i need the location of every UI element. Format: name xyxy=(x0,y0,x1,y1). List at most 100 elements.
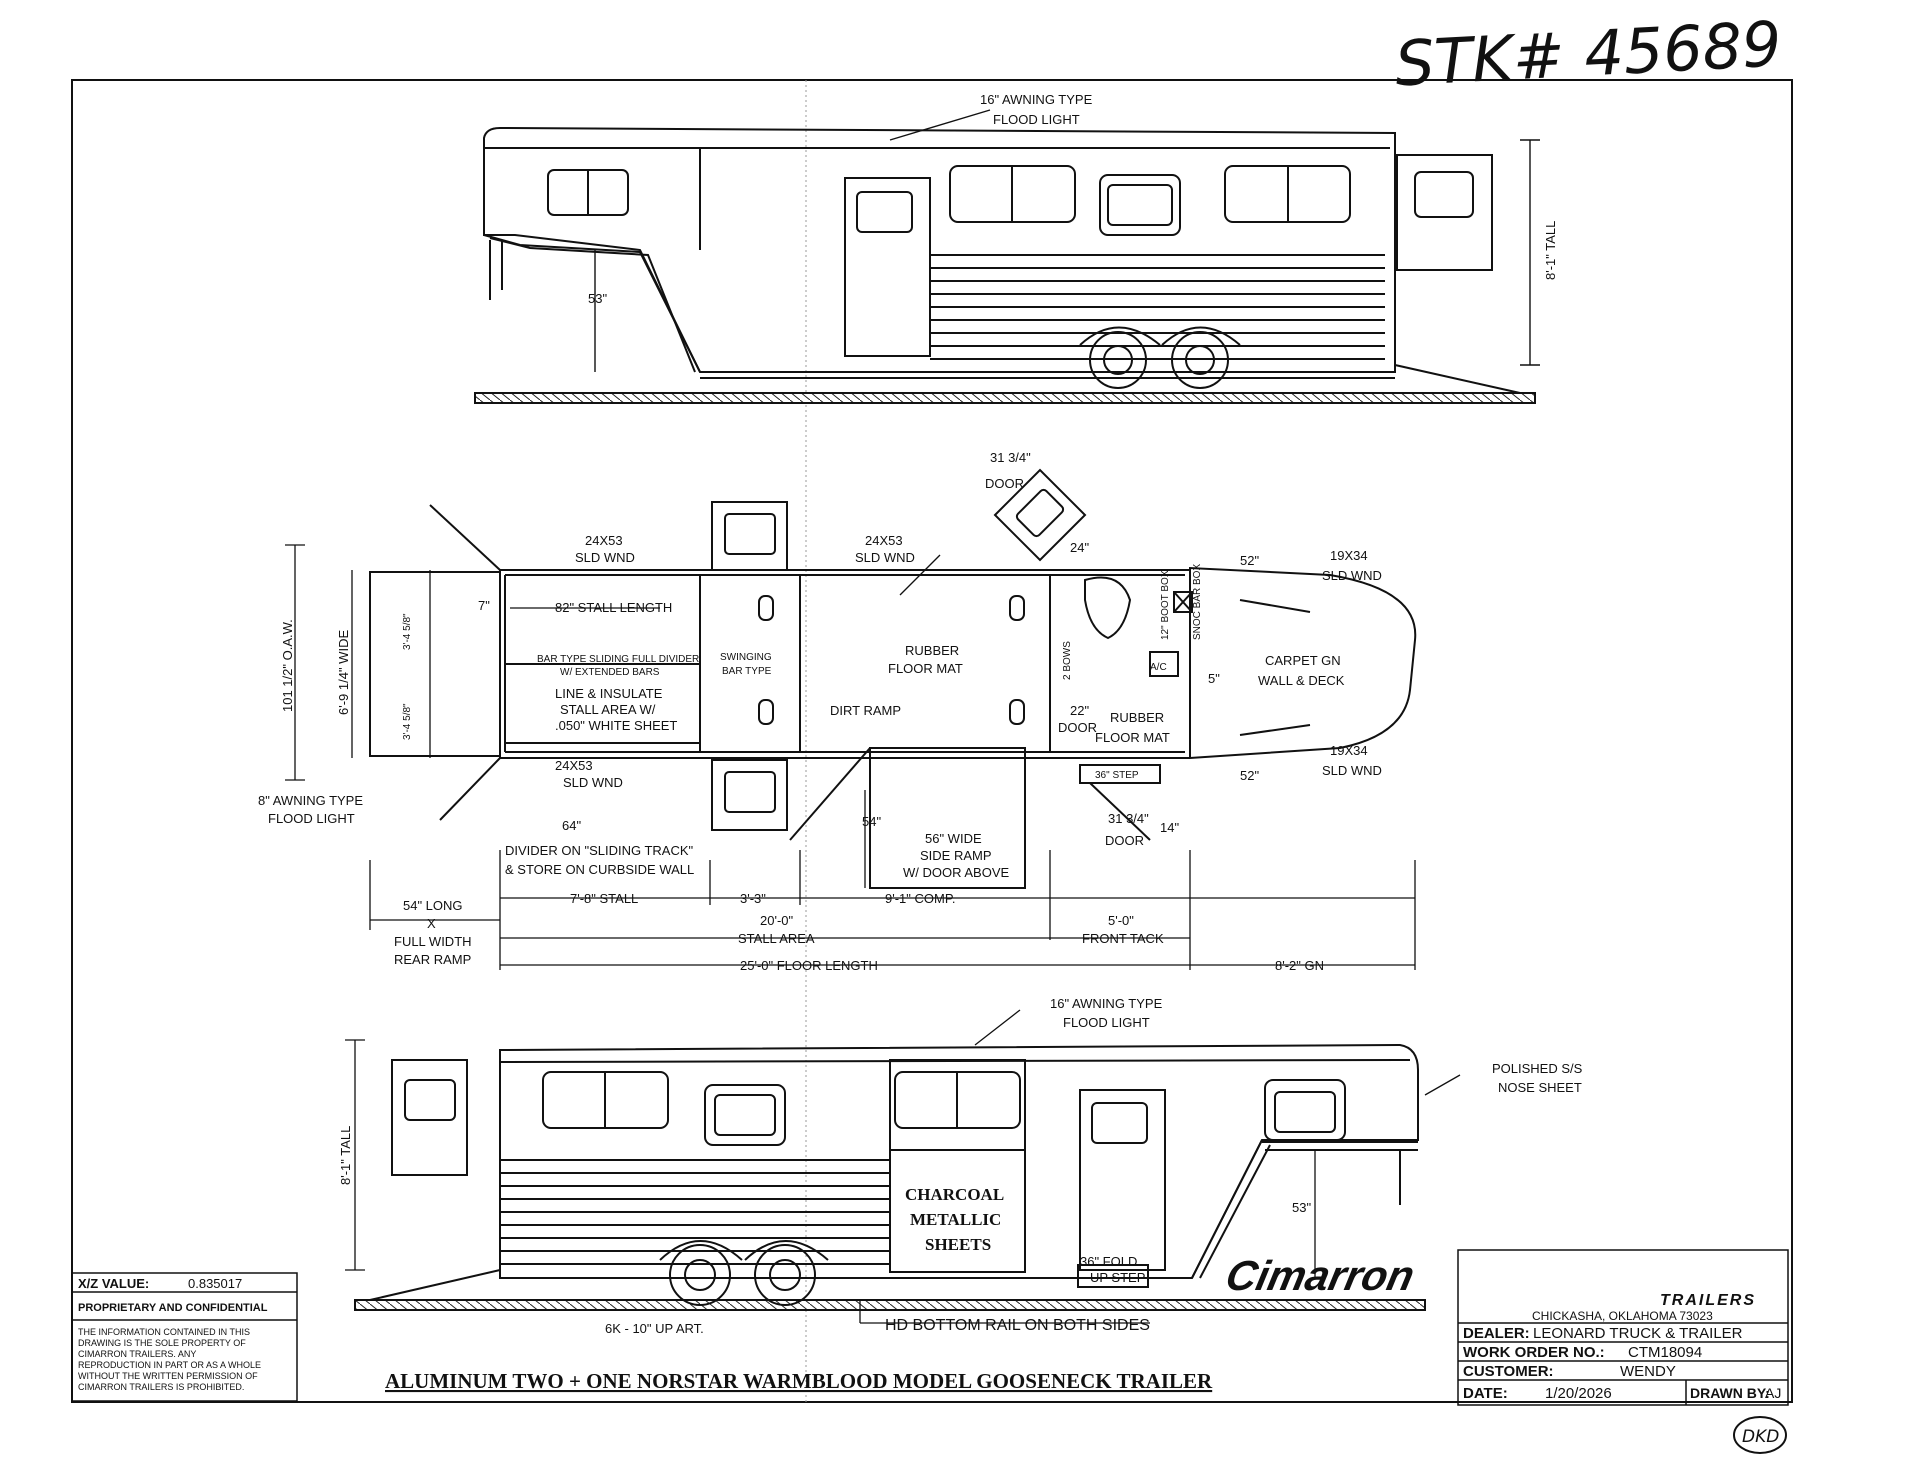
drawing-border xyxy=(71,79,1793,1403)
bottom-elevation xyxy=(354,1043,1426,1311)
window-24x53-c: 24X53 xyxy=(555,758,593,773)
sld-wnd-top: SLD WND xyxy=(1322,568,1382,583)
legal-box xyxy=(71,1272,298,1402)
dim-5: 5" xyxy=(1208,671,1220,686)
boot-box: 12" BOOT BOX xyxy=(1160,570,1171,640)
swinging: SWINGING xyxy=(720,652,772,663)
fold-step-2: UP STEP xyxy=(1090,1270,1145,1285)
bows: 2 BOWS xyxy=(1062,641,1073,680)
sld-wnd-c: SLD WND xyxy=(563,775,623,790)
dim-14: 14" xyxy=(1160,820,1179,835)
rubber-mat2: FLOOR MAT xyxy=(888,661,963,676)
side-ramp3: W/ DOOR ABOVE xyxy=(903,865,1010,880)
dim-7: 7" xyxy=(478,598,490,613)
stall-78: 7'-8" STALL xyxy=(570,891,638,906)
divider-track1: DIVIDER ON "SLIDING TRACK" xyxy=(505,843,694,858)
sld-wnd-bottom: SLD WND xyxy=(1322,763,1382,778)
stock-number: STK# 45689 xyxy=(1393,7,1783,100)
rubber2b: FLOOR MAT xyxy=(1095,730,1170,745)
date-value: 1/20/2026 xyxy=(1545,1385,1612,1402)
divider2: W/ EXTENDED BARS xyxy=(560,667,660,678)
stall-length: 82" STALL LENGTH xyxy=(555,600,672,615)
legal-line-4: REPRODUCTION IN PART OR AS A WHOLE xyxy=(78,1360,261,1370)
customer-value: WENDY xyxy=(1620,1363,1676,1380)
snoc: SNOC BAR BOX xyxy=(1192,564,1203,640)
insulate2: STALL AREA W/ xyxy=(560,702,656,717)
dim-22: 22" xyxy=(1070,703,1089,718)
dim-54: 54" xyxy=(862,814,881,829)
stall-area: STALL AREA xyxy=(738,931,815,946)
sld-wnd-b: SLD WND xyxy=(855,550,915,565)
divider-track2: & STORE ON CURBSIDE WALL xyxy=(505,862,694,877)
nose-sheet-2: NOSE SHEET xyxy=(1498,1080,1582,1095)
door-bottom: DOOR xyxy=(1105,833,1144,848)
window-19x34-bottom: 19X34 xyxy=(1330,743,1368,758)
dim-52-bottom: 52" xyxy=(1240,768,1259,783)
carpet2: WALL & DECK xyxy=(1258,673,1345,688)
work-order-value: CTM18094 xyxy=(1628,1344,1702,1361)
awning-8a: 8" AWNING TYPE xyxy=(258,793,363,808)
legal-line-3: CIMARRON TRAILERS. ANY xyxy=(78,1349,196,1359)
dealer-label: DEALER: xyxy=(1463,1325,1530,1342)
brand-logo: Cimarron xyxy=(1222,1252,1419,1298)
dim-33: 3'-3" xyxy=(740,891,766,906)
axle-label: 6K - 10" UP ART. xyxy=(605,1321,704,1336)
awning-light-top-2: FLOOD LIGHT xyxy=(993,112,1080,127)
awning-8b: FLOOD LIGHT xyxy=(268,811,355,826)
half-a: 3'-4 5/8" xyxy=(402,613,413,650)
xz-label: X/Z VALUE: xyxy=(78,1276,149,1291)
window-24x53-b: 24X53 xyxy=(865,533,903,548)
bottom-dimension-lines xyxy=(345,1009,1461,1324)
rear-ramp1: 54" LONG xyxy=(403,898,463,913)
xz-value: 0.835017 xyxy=(188,1276,242,1291)
ground-line-bottom xyxy=(354,1299,1426,1311)
brand-sub: TRAILERS xyxy=(1660,1292,1756,1309)
awning-light-bottom-1: 16" AWNING TYPE xyxy=(1050,996,1163,1011)
drawing-title: ALUMINUM TWO + ONE NORSTAR WARMBLOOD MOD… xyxy=(385,1369,1213,1393)
dim-52-top: 52" xyxy=(1240,553,1259,568)
dirt-ramp: DIRT RAMP xyxy=(830,703,901,718)
door-31-bottom: 31 3/4" xyxy=(1108,811,1149,826)
sld-wnd-a: SLD WND xyxy=(575,550,635,565)
swinging2: BAR TYPE xyxy=(722,666,772,677)
height-top: 8'-1" TALL xyxy=(1543,221,1558,280)
gooseneck-height-bottom: 53" xyxy=(1292,1200,1311,1215)
insulate3: .050" WHITE SHEET xyxy=(555,718,677,733)
side-ramp2: SIDE RAMP xyxy=(920,848,992,863)
rear-ramp4: REAR RAMP xyxy=(394,952,471,967)
dim-64: 64" xyxy=(562,818,581,833)
floor-length: 25'-0" FLOOR LENGTH xyxy=(740,958,878,973)
initials-stamp: DKD xyxy=(1742,1427,1779,1447)
door-22: DOOR xyxy=(1058,720,1097,735)
drawn-by-value: AJ xyxy=(1765,1385,1781,1401)
rear-ramp3: FULL WIDTH xyxy=(394,934,472,949)
drawn-by-label: DRAWN BY: xyxy=(1690,1385,1770,1401)
window-24x53-a: 24X53 xyxy=(585,533,623,548)
gn: 8'-2" GN xyxy=(1275,958,1324,973)
initials-circle xyxy=(1733,1416,1787,1454)
legal-heading: PROPRIETARY AND CONFIDENTIAL xyxy=(78,1302,268,1314)
height-bottom: 8'-1" TALL xyxy=(338,1126,353,1185)
location: CHICKASHA, OKLAHOMA 73023 xyxy=(1532,1309,1713,1323)
wide: 6'-9 1/4" WIDE xyxy=(336,630,351,715)
comp: 9'-1" COMP. xyxy=(885,891,955,906)
awning-light-bottom-2: FLOOD LIGHT xyxy=(1063,1015,1150,1030)
sheets-1: CHARCOAL xyxy=(905,1185,1004,1204)
door-31-top: 31 3/4" xyxy=(990,450,1031,465)
divider: BAR TYPE SLIDING FULL DIVIDER xyxy=(537,654,699,665)
customer-label: CUSTOMER: xyxy=(1463,1363,1554,1380)
awning-light-top-1: 16" AWNING TYPE xyxy=(980,92,1093,107)
oaw: 101 1/2" O.A.W. xyxy=(280,619,295,712)
legal-line-5: WITHOUT THE WRITTEN PERMISSION OF xyxy=(78,1371,258,1381)
nose-sheet-1: POLISHED S/S xyxy=(1492,1061,1583,1076)
step-36: 36" STEP xyxy=(1095,770,1139,781)
plan-labels: 24X53 SLD WND 24X53 SLD WND 24X53 SLD WN… xyxy=(258,450,1382,973)
sheets-3: SHEETS xyxy=(925,1235,991,1254)
legal-line-2: DRAWING IS THE SOLE PROPERTY OF xyxy=(78,1338,246,1348)
stall-area-len: 20'-0" xyxy=(760,913,794,928)
date-label: DATE: xyxy=(1463,1385,1508,1402)
work-order-label: WORK ORDER NO.: xyxy=(1463,1344,1605,1361)
ground-line-top xyxy=(474,392,1536,404)
dim-24: 24" xyxy=(1070,540,1089,555)
insulate1: LINE & INSULATE xyxy=(555,686,663,701)
